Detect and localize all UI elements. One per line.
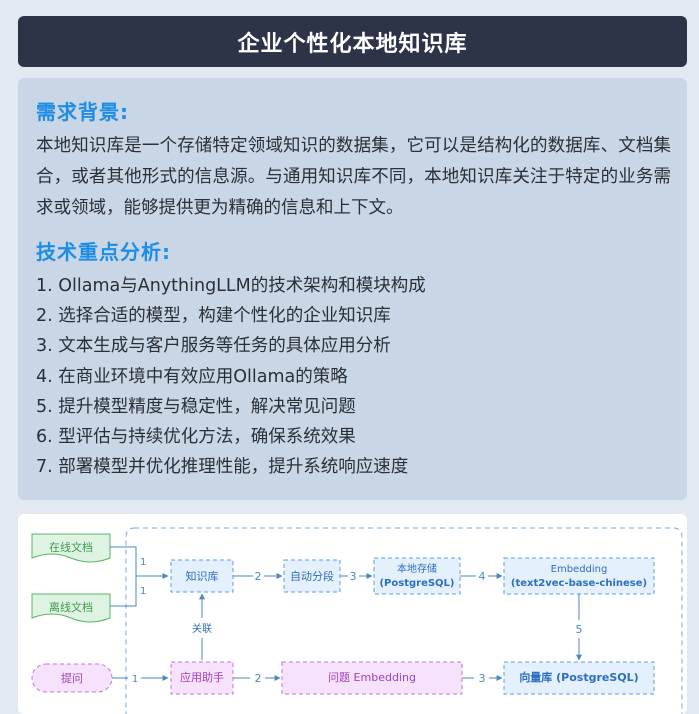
info-panel: 需求背景: 本地知识库是一个存储特定领域知识的数据集，它可以是结构化的数据库、文…	[18, 78, 687, 500]
associate-label: 关联	[192, 622, 212, 635]
embedding-label-2: (text2vec-base-chinese)	[511, 578, 647, 589]
offline-docs-edge	[110, 576, 137, 607]
auto-segment-node[interactable]	[283, 559, 341, 593]
edge-label-1b: 1	[140, 586, 146, 597]
offline-docs-node[interactable]	[31, 593, 111, 623]
edge-label-2b: 2	[255, 672, 262, 685]
edge-label-1c: 1	[132, 674, 138, 685]
diagram-svg: 在线文档 离线文档 提问 1 1 知识库 2 自动分段 3 本地存储 (Post…	[31, 527, 683, 714]
online-docs-label: 在线文档	[49, 540, 93, 554]
edge-label-3a: 3	[350, 570, 357, 583]
online-docs-edge	[110, 546, 137, 576]
local-storage-label-2: (PostgreSQL)	[379, 578, 454, 589]
app-assistant-label: 应用助手	[180, 670, 224, 684]
embedding-label-1: Embedding	[551, 564, 608, 575]
list-item: 6. 型评估与持续优化方法，确保系统效果	[36, 427, 356, 448]
background-heading: 需求背景:	[36, 100, 129, 124]
knowledge-base-label: 知识库	[186, 569, 219, 583]
analysis-list: 1. Ollama与AnythingLLM的技术架构和模块构成 2. 选择合适的…	[36, 271, 671, 482]
question-embedding-label: 问题 Embedding	[328, 671, 416, 684]
knowledge-base-node[interactable]	[170, 559, 234, 593]
auto-segment-label: 自动分段	[290, 569, 334, 583]
online-docs-node[interactable]	[31, 533, 111, 563]
vector-db-label: 向量库 (PostgreSQL)	[519, 670, 638, 684]
edge-label-1a: 1	[140, 557, 146, 568]
background-text: 本地知识库是一个存储特定领域知识的数据集，它可以是结构化的数据库、文档集合，或者…	[36, 136, 671, 218]
edge-label-4: 4	[479, 570, 486, 583]
list-item: 3. 文本生成与客户服务等任务的具体应用分析	[36, 336, 391, 357]
pipeline-container	[125, 527, 683, 714]
question-label: 提问	[61, 672, 83, 685]
list-item: 2. 选择合适的模型，构建个性化的企业知识库	[36, 306, 391, 327]
page-title-text: 企业个性化本地知识库	[237, 31, 468, 57]
list-item: 7. 部署模型并优化推理性能，提升系统响应速度	[36, 457, 409, 478]
local-storage-node[interactable]	[373, 557, 461, 595]
edge-label-5: 5	[576, 623, 583, 636]
list-item: 5. 提升模型精度与稳定性，解决常见问题	[36, 396, 356, 417]
local-storage-label-1: 本地存储	[397, 562, 437, 575]
list-item: 4. 在商业环境中有效应用Ollama的策略	[36, 366, 348, 387]
offline-docs-label: 离线文档	[49, 600, 93, 614]
list-item: 1. Ollama与AnythingLLM的技术架构和模块构成	[36, 276, 426, 296]
page-title: 企业个性化本地知识库	[18, 16, 687, 67]
analysis-heading: 技术重点分析:	[36, 240, 171, 264]
architecture-diagram: 在线文档 离线文档 提问 1 1 知识库 2 自动分段 3 本地存储 (Post…	[18, 514, 687, 714]
edge-label-3b: 3	[479, 672, 486, 685]
edge-label-2a: 2	[255, 570, 262, 583]
